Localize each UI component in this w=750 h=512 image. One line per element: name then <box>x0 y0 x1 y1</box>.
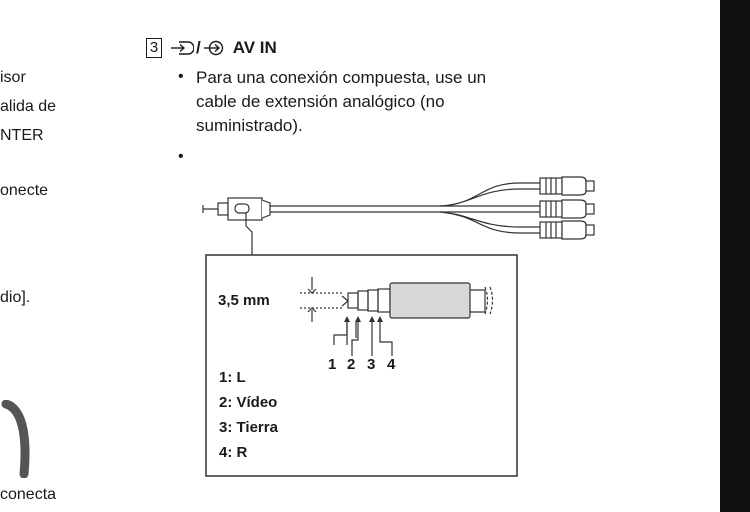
rca-plug-white <box>539 176 595 196</box>
cropped-glyph-icon <box>1 400 30 478</box>
pin-legend-item: 2: Vídeo <box>219 394 278 411</box>
bullet-marker: • <box>178 68 184 85</box>
pin-legend-item: 3: Tierra <box>219 419 278 436</box>
section-title: AV IN <box>232 38 277 57</box>
pin-number: 2 <box>347 356 356 373</box>
pin-legend-item: 1: L <box>219 369 246 386</box>
icon-separator: / <box>196 38 201 57</box>
left-text-fragment: onecte <box>0 182 49 199</box>
bullet-marker: • <box>178 148 184 165</box>
bullet-text: Para una conexión compuesta, use un cabl… <box>196 68 487 135</box>
av-cable-diagram <box>202 176 595 477</box>
left-text-fragment: NTER <box>0 127 44 144</box>
pin-number: 4 <box>387 356 396 373</box>
pin-number: 1 <box>328 356 337 373</box>
jack-size-label: 3,5 mm <box>218 292 270 309</box>
section-number-box: 3 <box>146 38 162 58</box>
av-icons: / <box>170 38 225 58</box>
rca-plug-yellow <box>539 199 595 219</box>
right-edge-bar <box>720 0 750 512</box>
input-arrow-icon <box>171 41 194 55</box>
left-text-fragment: alida de <box>0 98 57 115</box>
section-heading: 3 / AV IN <box>146 37 277 59</box>
pin-number: 3 <box>367 356 376 373</box>
rca-plug-red <box>539 220 595 240</box>
pin-legend-item: 4: R <box>219 444 248 461</box>
left-text-fragment: isor <box>0 69 26 86</box>
left-text-fragment: dio]. <box>0 289 31 306</box>
output-arrow-icon <box>203 40 223 56</box>
left-text-fragment: conecta <box>0 486 57 503</box>
